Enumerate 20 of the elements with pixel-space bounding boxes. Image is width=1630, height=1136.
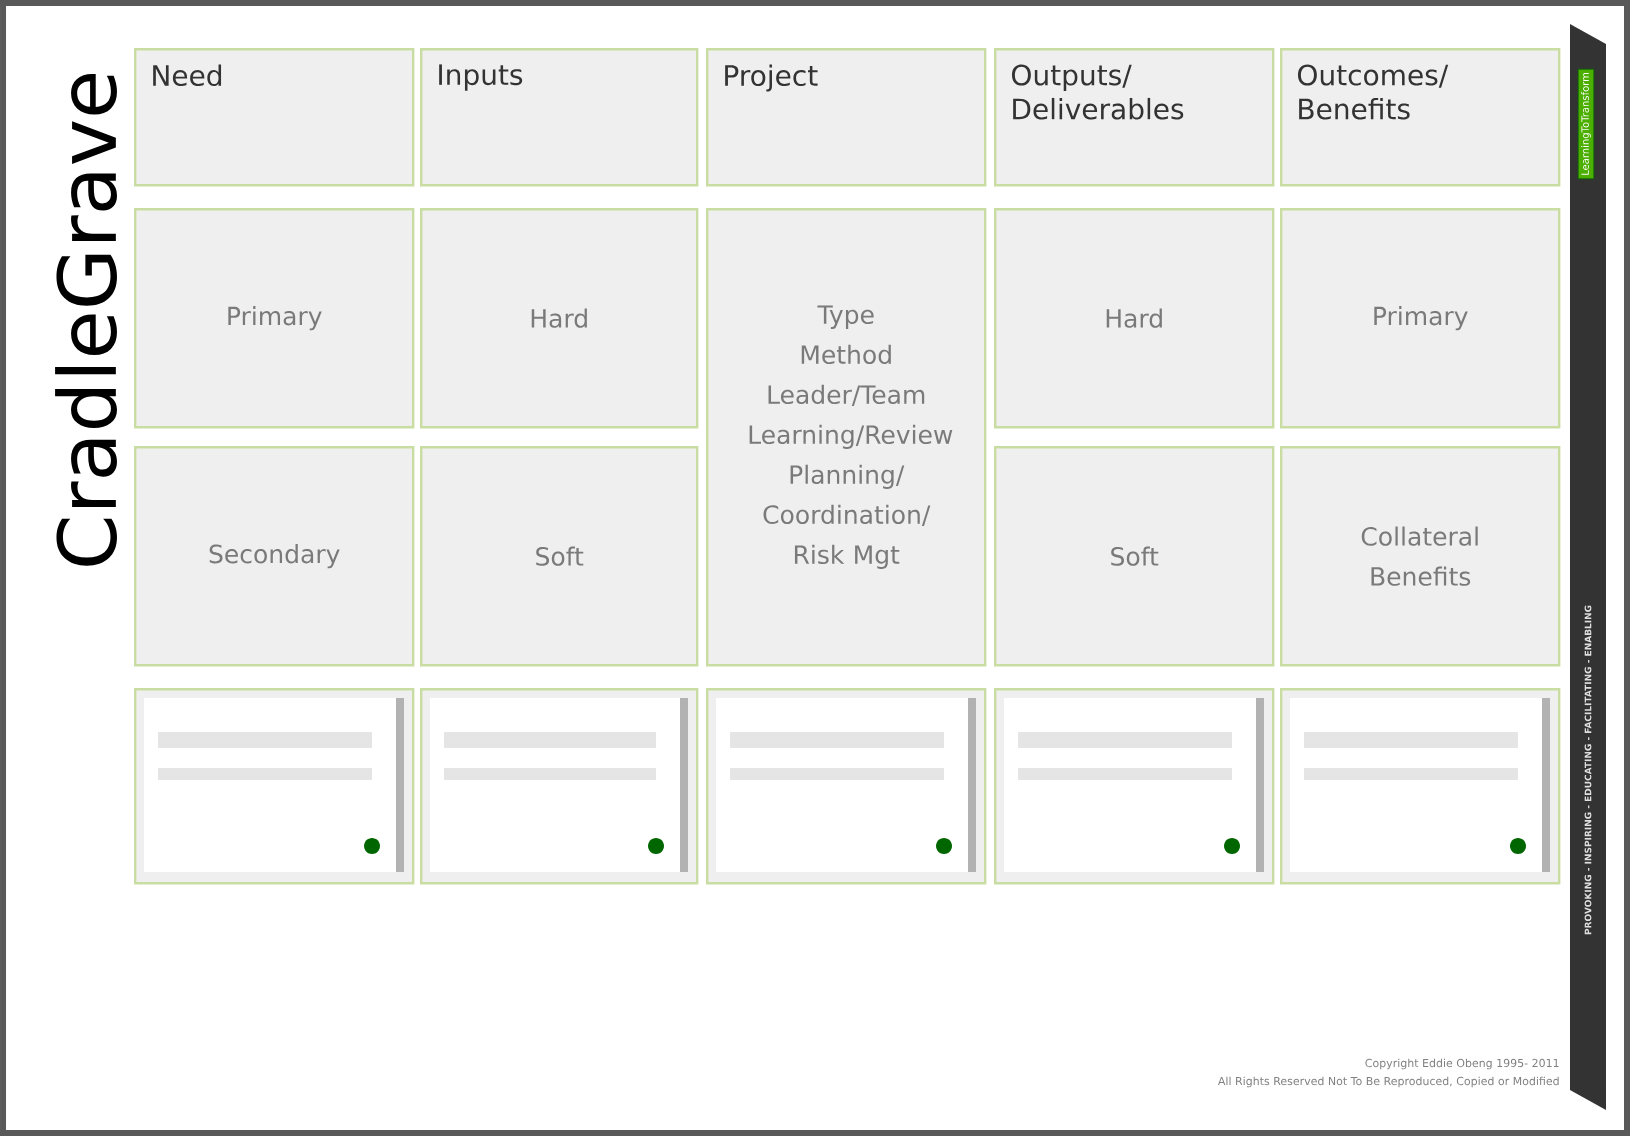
grid-cell: Primary — [1280, 208, 1561, 429]
grid-cell: Hard — [420, 208, 699, 429]
column-header: Need — [134, 48, 415, 187]
slide-thumbnail-drawing — [134, 688, 415, 885]
slide-thumbnail-drawing — [1280, 688, 1561, 885]
grid-cell: Collateral Benefits — [1280, 446, 1561, 667]
slide-thumbnail-drawing — [706, 688, 987, 885]
grid-cell: Soft — [994, 446, 1275, 667]
vertical-title: CradleGrave — [55, 74, 117, 566]
grid-cell: Type Method Leader/Team Learning/Review Planning/ Coordination/ Risk Mgt — [706, 208, 987, 667]
column-header: Project — [706, 48, 987, 187]
column-header: Outputs/ Deliverables — [994, 48, 1275, 187]
grid-cell: Primary — [134, 208, 415, 429]
grid-cell: Secondary — [134, 446, 415, 667]
slide-thumbnail-drawing — [420, 688, 699, 885]
column-header: Inputs — [420, 48, 699, 187]
grid-cell: Soft — [420, 446, 699, 667]
column-header: Outcomes/ Benefits — [1280, 48, 1561, 187]
slide-thumbnail-drawing — [994, 688, 1275, 885]
grid-cell: Hard — [994, 208, 1275, 429]
